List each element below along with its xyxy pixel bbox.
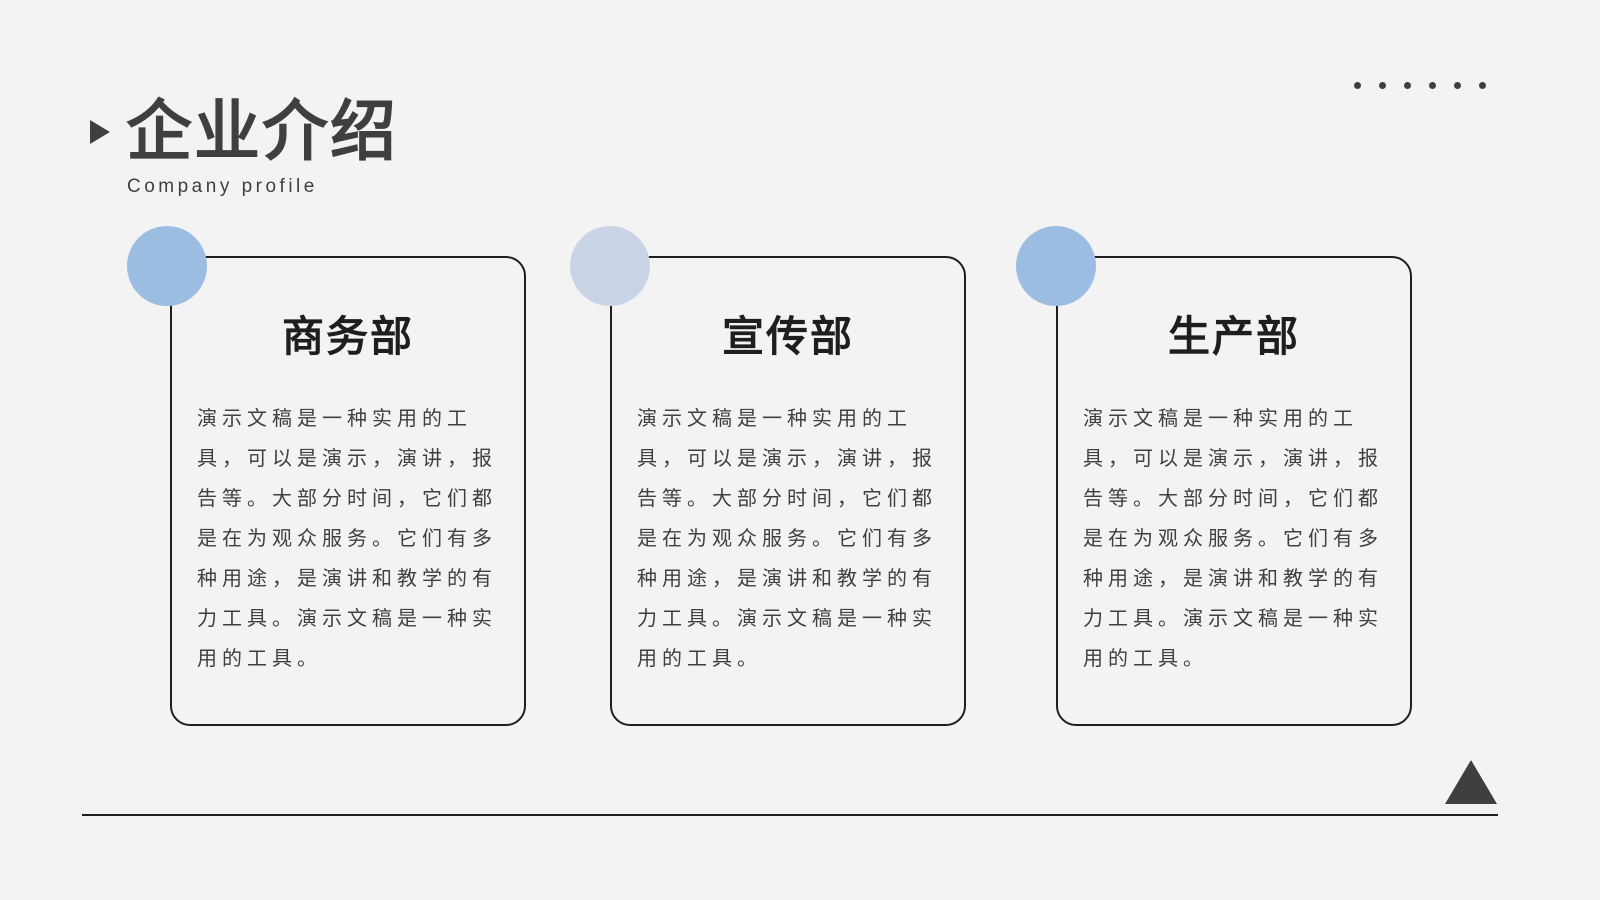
card-circle-icon [127, 226, 207, 306]
card-circle-icon [570, 226, 650, 306]
card-title: 生产部 [1167, 312, 1300, 361]
page-subtitle: Company profile [127, 176, 318, 197]
title-arrow-icon [90, 120, 110, 144]
dot-icon [1404, 82, 1411, 89]
card-body: 演示文稿是一种实用的工具，可以是演示，演讲，报告等。大部分时间，它们都是在为观众… [1083, 406, 1383, 670]
page-title: 企业介绍 [126, 93, 398, 170]
card-body: 演示文稿是一种实用的工具，可以是演示，演讲，报告等。大部分时间，它们都是在为观众… [197, 406, 497, 670]
card-business: 商务部 演示文稿是一种实用的工具，可以是演示，演讲，报告等。大部分时间，它们都是… [170, 256, 526, 726]
dot-icon [1429, 82, 1436, 89]
dot-icon [1354, 82, 1361, 89]
card-publicity: 宣传部 演示文稿是一种实用的工具，可以是演示，演讲，报告等。大部分时间，它们都是… [610, 256, 966, 726]
dot-icon [1454, 82, 1461, 89]
bottom-divider [82, 814, 1498, 816]
card-body: 演示文稿是一种实用的工具，可以是演示，演讲，报告等。大部分时间，它们都是在为观众… [637, 406, 937, 670]
card-circle-icon [1016, 226, 1096, 306]
dot-icon [1379, 82, 1386, 89]
triangle-icon [1445, 760, 1497, 804]
card-title: 商务部 [281, 312, 414, 361]
card-production: 生产部 演示文稿是一种实用的工具，可以是演示，演讲，报告等。大部分时间，它们都是… [1056, 256, 1412, 726]
decorative-dots [1354, 82, 1486, 89]
dot-icon [1479, 82, 1486, 89]
card-title: 宣传部 [721, 312, 854, 361]
